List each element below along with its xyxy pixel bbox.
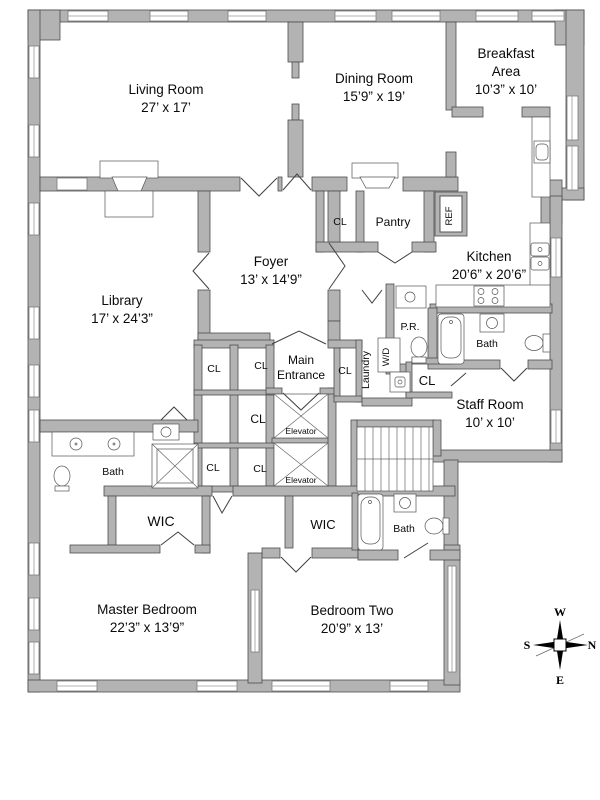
bedroom-two-dims: 20’9” x 13’: [321, 621, 383, 636]
room-labels: Living Room 27’ x 17’ Dining Room 15’9” …: [91, 46, 537, 636]
compass-needle-left: [533, 641, 560, 649]
library-label: Library: [101, 293, 143, 308]
breakfast-area-label-2: Area: [492, 64, 521, 79]
pantry-label: Pantry: [376, 215, 411, 229]
compass-letter-left: S: [524, 638, 531, 652]
stairs-icon: [356, 426, 434, 492]
laundry-label: Laundry: [360, 350, 372, 389]
kitchen-sink-icon: [530, 242, 550, 271]
breakfast-sink-icon: [533, 140, 551, 164]
kitchen-label: Kitchen: [466, 249, 511, 264]
powder-room-sink-icon: [395, 285, 427, 309]
ref-label: REF: [444, 206, 455, 225]
master-bedroom-dims: 22’3” x 13’9”: [110, 620, 184, 635]
breakfast-area-label-1: Breakfast: [477, 46, 534, 61]
staff-room-dims: 10’ x 10’: [465, 415, 515, 430]
master-bedroom-label: Master Bedroom: [97, 602, 197, 617]
bath2-tub-icon: [357, 493, 384, 551]
foyer-dims: 13’ x 14’9”: [240, 272, 302, 287]
dining-fireplace-icon: [351, 162, 399, 189]
kitchen-dims: 20’6” x 20’6”: [452, 267, 526, 282]
refrigerator-icon: [439, 195, 463, 233]
cl-label-hall-left: CL: [207, 363, 221, 375]
cl-label-lower-left: CL: [206, 462, 220, 474]
cl-label-hall-right: CL: [254, 360, 268, 372]
master-bath-toilet-icon: [53, 465, 71, 492]
windows: [28, 10, 579, 692]
wd-label: W/D: [381, 348, 392, 367]
compass-rose: W S N E: [524, 605, 597, 687]
compass-letter-down: E: [556, 673, 564, 687]
cl-label-entrance: CL: [338, 365, 352, 377]
living-fireplace-icon: [99, 160, 159, 218]
cl-label-staff: CL: [419, 373, 436, 388]
elevator-2-icon: [273, 442, 329, 487]
dining-room-dims: 15’9” x 19’: [343, 89, 405, 104]
library-dims: 17’ x 24’3”: [91, 311, 153, 326]
stove-icon: [473, 285, 505, 307]
wic-label-right: WIC: [310, 517, 335, 532]
dining-room-label: Dining Room: [335, 71, 413, 86]
living-room-dims: 27’ x 17’: [141, 100, 191, 115]
bedroom-two-label: Bedroom Two: [310, 603, 393, 618]
bath2-sink-icon: [393, 493, 417, 513]
foyer-label: Foyer: [254, 254, 289, 269]
master-bath-vanity-icon: [51, 431, 135, 457]
door-marks: [160, 173, 528, 573]
staff-bath-sink-icon: [479, 313, 505, 333]
powder-room-label: P.R.: [400, 321, 419, 333]
elevator-1-label: Elevator: [285, 426, 316, 436]
master-bath-sink-icon: [152, 423, 180, 441]
wd-closet: [377, 337, 401, 373]
main-entrance-label-1: Main: [288, 353, 314, 367]
bath2-toilet-icon: [424, 517, 450, 535]
fixtures: [51, 116, 551, 551]
cl-label-center: CL: [250, 412, 266, 426]
staff-bath-toilet-icon: [524, 333, 551, 353]
cl-label-pantry: CL: [333, 216, 347, 228]
compass-letter-up: W: [554, 605, 566, 619]
master-bath-shower-icon: [151, 443, 199, 489]
elevator-1-icon: [273, 393, 329, 439]
wic-label-left: WIC: [147, 513, 174, 529]
compass-letter-right: N: [588, 638, 597, 652]
compass-needle-right: [560, 641, 588, 649]
compass-center: [553, 638, 567, 652]
living-room-label: Living Room: [128, 82, 203, 97]
bath-label-master: Bath: [102, 466, 124, 478]
bath-label-second: Bath: [393, 523, 415, 535]
powder-room-toilet-icon: [410, 336, 428, 364]
staff-bath-tub-icon: [437, 313, 465, 365]
washer-dryer-icon: [389, 371, 411, 393]
small-labels: Pantry CL CL CL CL CL CL CL CL P.R. Bath…: [102, 206, 498, 535]
bath-label-staff: Bath: [476, 338, 498, 350]
cl-label-lower-right: CL: [253, 463, 267, 475]
elevator-2-label: Elevator: [285, 475, 316, 485]
breakfast-area-dims: 10’3” x 10’: [475, 82, 537, 97]
walls: [27, 9, 585, 693]
staff-room-label: Staff Room: [456, 397, 523, 412]
main-entrance-label-2: Entrance: [277, 368, 325, 382]
